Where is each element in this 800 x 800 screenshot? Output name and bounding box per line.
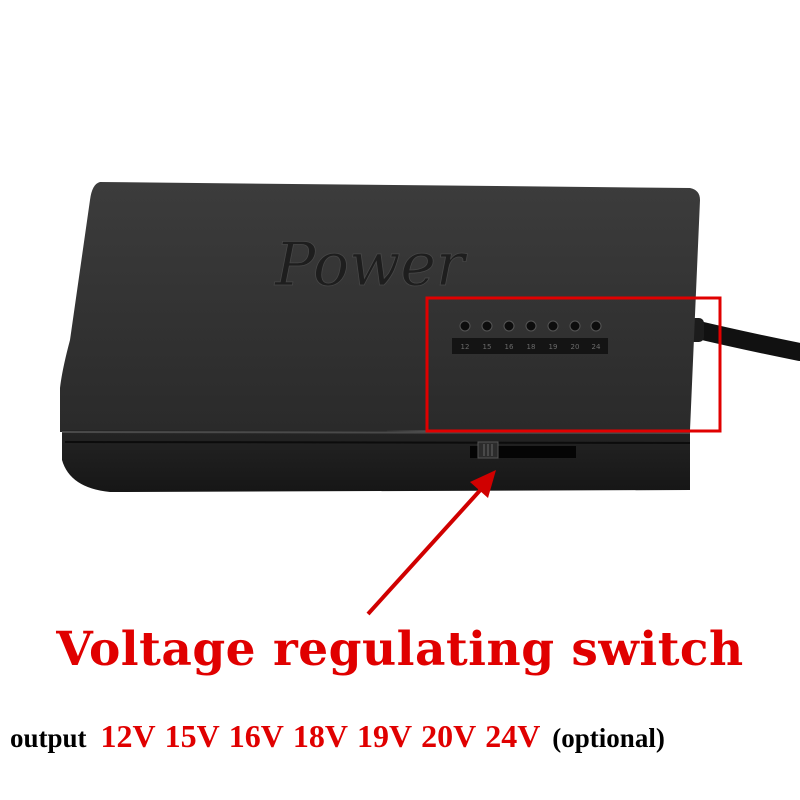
voltage-option: 15V xyxy=(164,718,220,754)
strip-label-5: 20 xyxy=(571,343,580,351)
voltage-option: 12V xyxy=(100,718,156,754)
callout-arrow xyxy=(366,484,486,616)
voltage-option: 18V xyxy=(292,718,348,754)
power-logo: Power xyxy=(274,230,468,300)
output-label: output xyxy=(10,723,87,753)
voltage-option: 19V xyxy=(356,718,413,754)
voltage-label-strip xyxy=(452,338,608,354)
voltage-option: 16V xyxy=(228,718,284,754)
voltage-list: 12V 15V 16V 18V 19V 20V 24V xyxy=(101,718,541,755)
indicator-dots xyxy=(459,320,602,332)
strip-label-2: 16 xyxy=(505,343,514,351)
callout-arrowhead xyxy=(470,470,496,498)
label-strip-numbers: 12 15 16 18 19 20 24 xyxy=(461,343,601,351)
voltage-option: 24V xyxy=(485,718,541,754)
adapter-top-face xyxy=(60,182,700,432)
strip-label-1: 15 xyxy=(483,343,492,351)
strip-label-0: 12 xyxy=(461,343,470,351)
strip-label-6: 24 xyxy=(592,343,601,351)
highlight-box xyxy=(425,296,722,433)
output-voltages-line: output 12V 15V 16V 18V 19V 20V 24V (opti… xyxy=(10,718,665,755)
strip-label-3: 18 xyxy=(527,343,536,351)
optional-note: (optional) xyxy=(552,723,665,753)
strip-label-4: 19 xyxy=(549,343,558,351)
voltage-option: 20V xyxy=(421,718,477,754)
voltage-switch-caption: Voltage regulating switch xyxy=(56,622,744,677)
adapter-front-face xyxy=(62,430,690,492)
